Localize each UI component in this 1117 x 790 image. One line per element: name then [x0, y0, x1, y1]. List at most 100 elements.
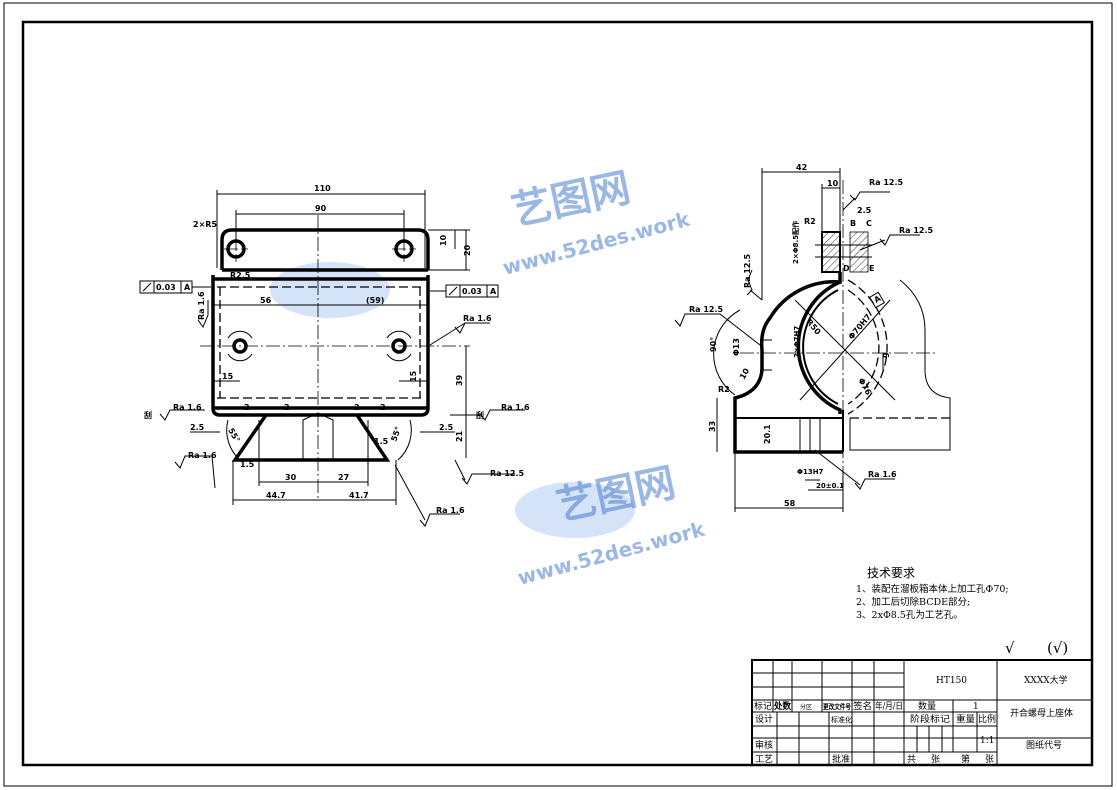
- dims-dR2a-label: R2: [804, 217, 816, 226]
- title-block-sheets2-label: 张: [985, 754, 994, 765]
- dims-d15c-label: 1.5: [240, 460, 255, 469]
- title-block-part-name-label: 开合螺母上座体: [1010, 707, 1073, 719]
- side-marks-0-label: 刮: [144, 410, 152, 420]
- dims-d2d-label: 2: [380, 403, 386, 412]
- dims-d2b-label: 2: [284, 403, 290, 412]
- title-block-approve-label: 批准: [832, 753, 850, 765]
- side-view: Ra 12.5 Ra 12.5 Ra 12.5 Ra 12.5 Ra 1.6 4…: [674, 163, 951, 512]
- dims-d90-label: 90: [315, 204, 327, 213]
- dims-d10-label: 10: [827, 179, 839, 188]
- dims-d21-label: 21: [455, 430, 464, 442]
- title-block-qty-label: 1: [973, 702, 979, 712]
- title-block-count-label: 处数: [773, 700, 792, 712]
- roughness-2-label: Ra 1.6: [188, 451, 217, 460]
- points-3-label: E: [869, 264, 874, 273]
- dims-d59-label: (59): [366, 296, 384, 305]
- side-marks-1-label: 刮: [476, 410, 484, 420]
- points-1-label: C: [866, 219, 872, 228]
- title-block-process-label: 工艺: [755, 754, 773, 765]
- title-block-stage-label-label: 阶段标记: [910, 713, 950, 725]
- title-block-weight-label-label: 重量: [956, 713, 975, 725]
- roughness-4-label: Ra 1.6: [868, 470, 897, 479]
- dims-d27-label: 27: [338, 473, 349, 482]
- roughness-5-label: Ra 12.5: [490, 469, 525, 478]
- items-1-label: 2、加工后切除BCDE部分;: [856, 596, 970, 608]
- title-block-qty-label-label: 数量: [918, 700, 936, 712]
- roughness-4-label: Ra 1.6: [197, 291, 206, 320]
- runout-tolerance-right: 0.03 A: [430, 284, 499, 298]
- title-block-drawing-no-label: 图纸代号: [1026, 739, 1062, 751]
- tolerance-datum: A: [490, 287, 497, 296]
- dims-d25-label: 2.5: [857, 206, 872, 215]
- title-block-sheets1-label: 张: [931, 754, 940, 765]
- dims-d33-label: 33: [708, 421, 717, 432]
- dims-d2xR5-label: 2×R5: [193, 220, 217, 229]
- title-block-change-doc-label: 更改文件号: [823, 702, 851, 711]
- title-block-design-label: 设计: [755, 713, 773, 725]
- dims-d13H7-label: Φ13H7: [797, 468, 824, 476]
- roughness-1-label: Ra 12.5: [899, 226, 934, 235]
- title-block-org-label: XXXX大学: [1024, 674, 1068, 686]
- dims-d10b-label: 10: [738, 366, 752, 381]
- title-block-zone-label: 分区: [800, 703, 812, 711]
- dims-d2x85-label: 2×Φ8.5配作: [791, 221, 800, 264]
- dims-d25a-label: 2.5: [190, 423, 205, 432]
- dims-d9-label: 9: [882, 352, 891, 358]
- dims-d15b-label: 15: [409, 370, 418, 382]
- runout-tolerance-left: 0.03 A: [139, 280, 211, 294]
- items-2-label: 3、2xΦ8.5孔为工艺孔。: [856, 609, 963, 621]
- dims-d447-label: 44.7: [266, 491, 286, 500]
- surface-finish-other: (√): [1047, 639, 1068, 657]
- inner-frame: [21, 20, 1094, 767]
- dims-d2xM7-label: 2×Φ7H7: [793, 326, 801, 358]
- title-block-scale-label: 1:1: [980, 736, 994, 746]
- technical-requirements: 技术要求 1、装配在溜板箱本体上加工孔Φ70; 2、加工后切除BCDE部分; 3…: [856, 566, 1068, 657]
- title-block-mark-label: 标记: [754, 700, 772, 712]
- requirements-title-label: 技术要求: [867, 566, 915, 580]
- roughness-1-label: Ra 1.6: [501, 403, 530, 412]
- dims-d2c-label: 2: [354, 403, 360, 412]
- dims-d39-label: 39: [455, 374, 464, 386]
- roughness-2-label: Ra 12.5: [743, 253, 752, 288]
- dims-d30-label: 30: [285, 473, 297, 482]
- title-block-total-label: 共: [907, 754, 916, 765]
- roughness-3-label: Ra 12.5: [689, 305, 724, 314]
- dims-d417-label: 41.7: [349, 491, 369, 500]
- dims-d42-label: 42: [796, 163, 807, 172]
- roughness-0-label: Ra 12.5: [869, 178, 904, 187]
- items-0-label: 1、装配在溜板箱本体上加工孔Φ70;: [856, 583, 1009, 595]
- title-block-scale-label-label: 比例: [978, 713, 996, 725]
- title-block-standard-label: 标准化: [831, 715, 852, 724]
- dims-d201-label: 20.1: [763, 424, 772, 444]
- roughness-0-label: Ra 1.6: [173, 403, 202, 412]
- title-block-date-label: 年/月/日: [875, 700, 903, 712]
- dims-d25b-label: 2.5: [439, 423, 454, 432]
- dims-d56-label: 56: [260, 296, 272, 305]
- title-block-sheet-no-label: 第: [961, 753, 970, 765]
- surface-finish-mark: √: [1005, 639, 1015, 657]
- roughness-6-label: Ra 1.6: [436, 506, 465, 515]
- dims-d20-label: 20: [463, 244, 472, 256]
- title-block: 标记 处数 分区 更改文件号 签名 年/月/日 设计 标准化 审核 工艺 批准 …: [751, 659, 1093, 766]
- dims-d55b-label: 55°: [389, 425, 403, 442]
- dims-d10-label: 10: [439, 234, 448, 246]
- dims-d110-label: 110: [314, 184, 331, 193]
- side-view-datum-label: A: [873, 293, 884, 304]
- points-0-label: B: [850, 219, 856, 228]
- dims-d90-label: 90°: [709, 337, 718, 352]
- watermark-brand-1: 艺图网: [508, 165, 635, 235]
- dims-d20-label: 20±0.1: [816, 482, 844, 490]
- tolerance-value: 0.03: [462, 287, 482, 296]
- dims-d15a-label: 15: [222, 372, 234, 381]
- title-block-review-label: 审核: [755, 739, 773, 751]
- dims-dR25-label: R2.5: [230, 271, 251, 280]
- dims-d13-label: Φ13: [732, 338, 741, 356]
- front-view: 0.03 A 0.03 A Ra 1.6 Ra 1.6 Ra 1.6 Ra 1.…: [139, 184, 530, 527]
- points-2-label: D: [843, 264, 850, 273]
- watermark-logo-2: [515, 482, 635, 538]
- tolerance-datum: A: [184, 283, 191, 292]
- dims-d2a-label: 2: [244, 403, 250, 412]
- dims-dR2b-label: R2: [718, 385, 730, 394]
- outer-border: [3, 2, 1113, 787]
